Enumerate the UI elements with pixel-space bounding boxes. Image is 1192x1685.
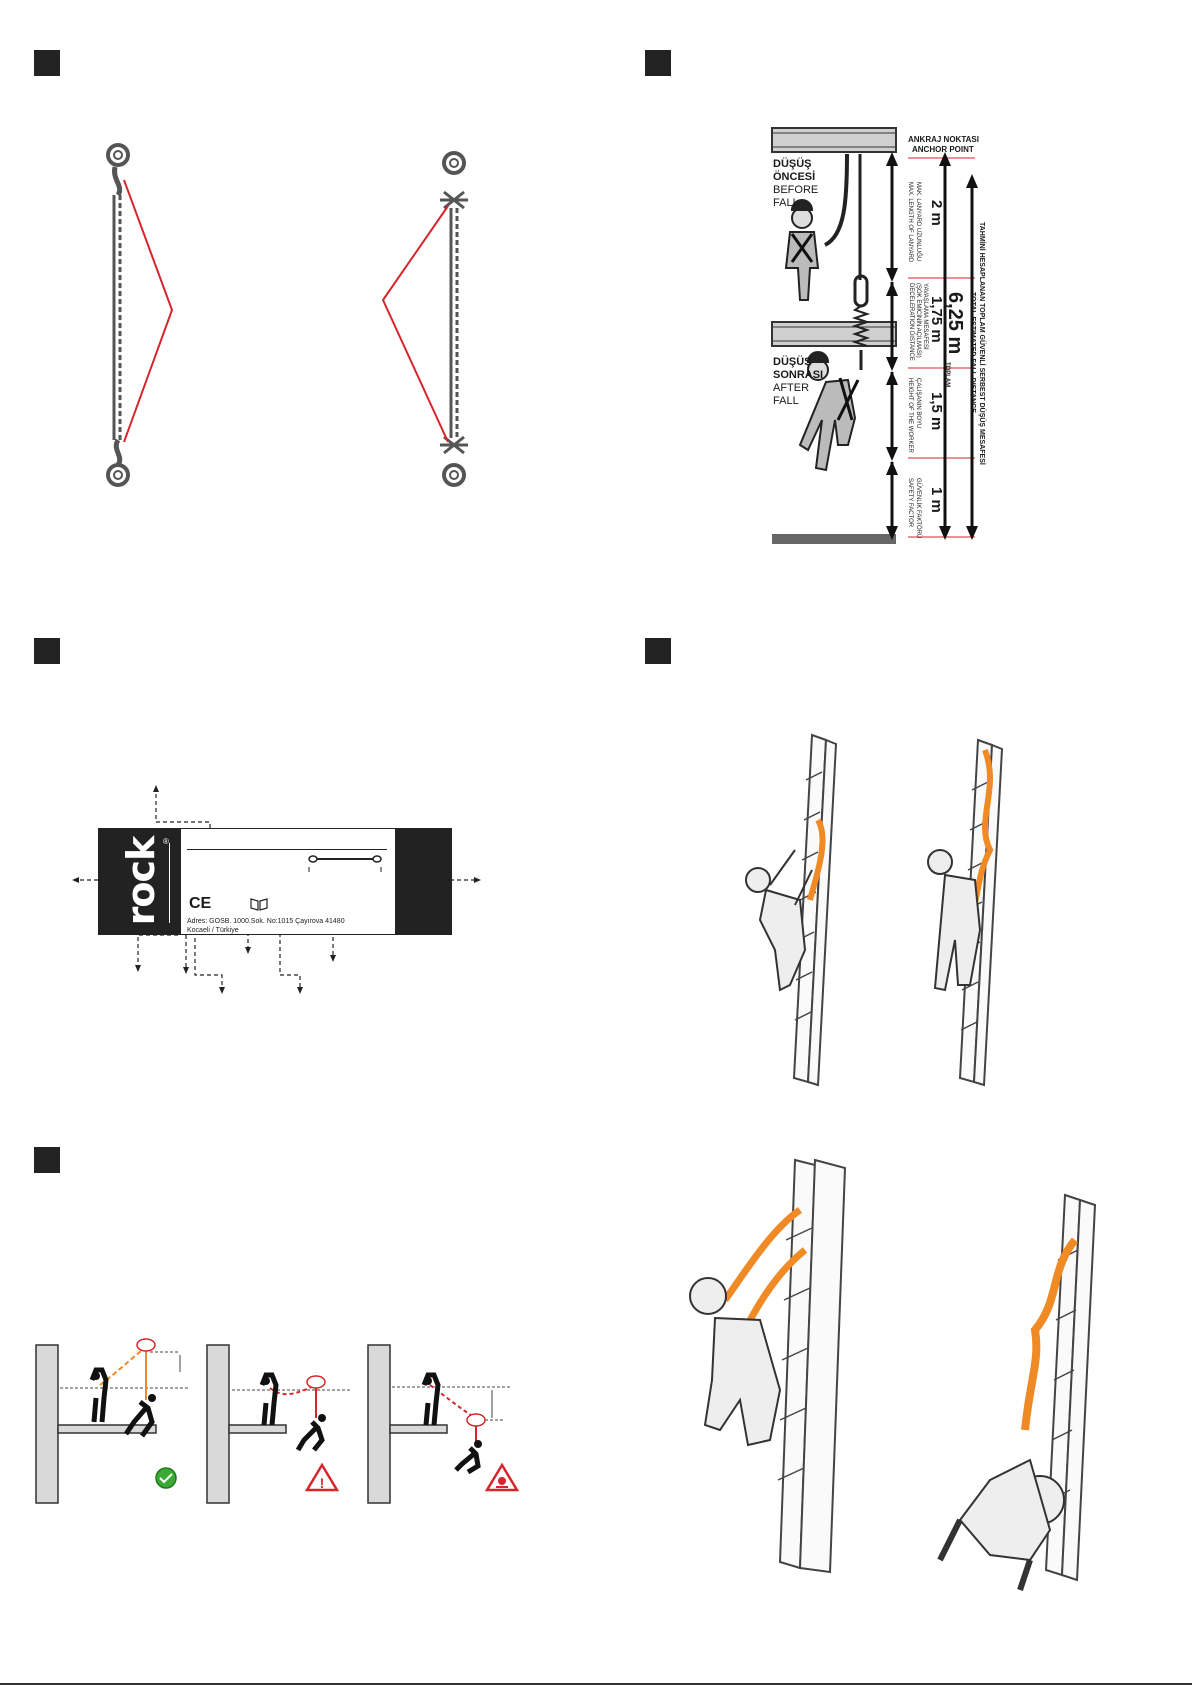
section-marker-3 [34, 638, 60, 664]
rope-right-icon [440, 151, 468, 487]
ce-mark: CE [189, 895, 212, 912]
climber-2-icon [927, 849, 982, 992]
ok-check-icon [155, 1467, 177, 1489]
section-marker-4 [645, 638, 671, 664]
rope-lanyard-illustrations [106, 143, 468, 487]
lanyard-mini-icon [308, 855, 382, 872]
anchor-label-en: ANCHOR POINT [912, 145, 974, 154]
scenario-1-icon [35, 1338, 190, 1504]
anchor-label-tr: ANKRAJ NOKTASI [908, 135, 979, 144]
scenario-2-icon: ! [206, 1344, 350, 1504]
section-marker-5 [34, 1147, 60, 1173]
climber-3-icon [689, 1277, 782, 1447]
manufacturer-address: Adres: GOSB. 1000.Sok. No:1015 Çayırova … [187, 918, 345, 934]
label-right-band [395, 829, 451, 934]
fall-distance-diagram [771, 127, 978, 544]
rock-logo: rock ® [99, 829, 181, 934]
scenario-3-icon [367, 1344, 520, 1504]
after-fall-label: DÜŞÜŞ SONRASI AFTER FALL [773, 356, 824, 407]
worker-after-fall-icon [798, 351, 860, 472]
pointer-lines-left [123, 179, 174, 443]
label-divider [187, 849, 387, 850]
pointer-lines-right [381, 205, 449, 443]
before-fall-label: DÜŞÜŞ ÖNCESİ BEFORE FALL [773, 158, 819, 209]
svg-text:!: ! [320, 1475, 325, 1491]
ladder-3-icon [777, 1158, 847, 1574]
worker-before-fall-icon [784, 199, 820, 301]
section-marker-2 [645, 50, 671, 76]
manual-book-icon [250, 898, 268, 911]
lanyard-before-icon [823, 153, 849, 247]
climber-1-icon [745, 849, 813, 992]
climber-4-icon [937, 1458, 1065, 1591]
rope-left-icon [106, 143, 130, 487]
page-bottom-rule [0, 1683, 1192, 1685]
warning-icon [304, 1462, 340, 1492]
product-label: rock ® CE Adres: GOSB. 1000.Sok. No:1015… [98, 828, 452, 935]
section-marker-1 [34, 50, 60, 76]
